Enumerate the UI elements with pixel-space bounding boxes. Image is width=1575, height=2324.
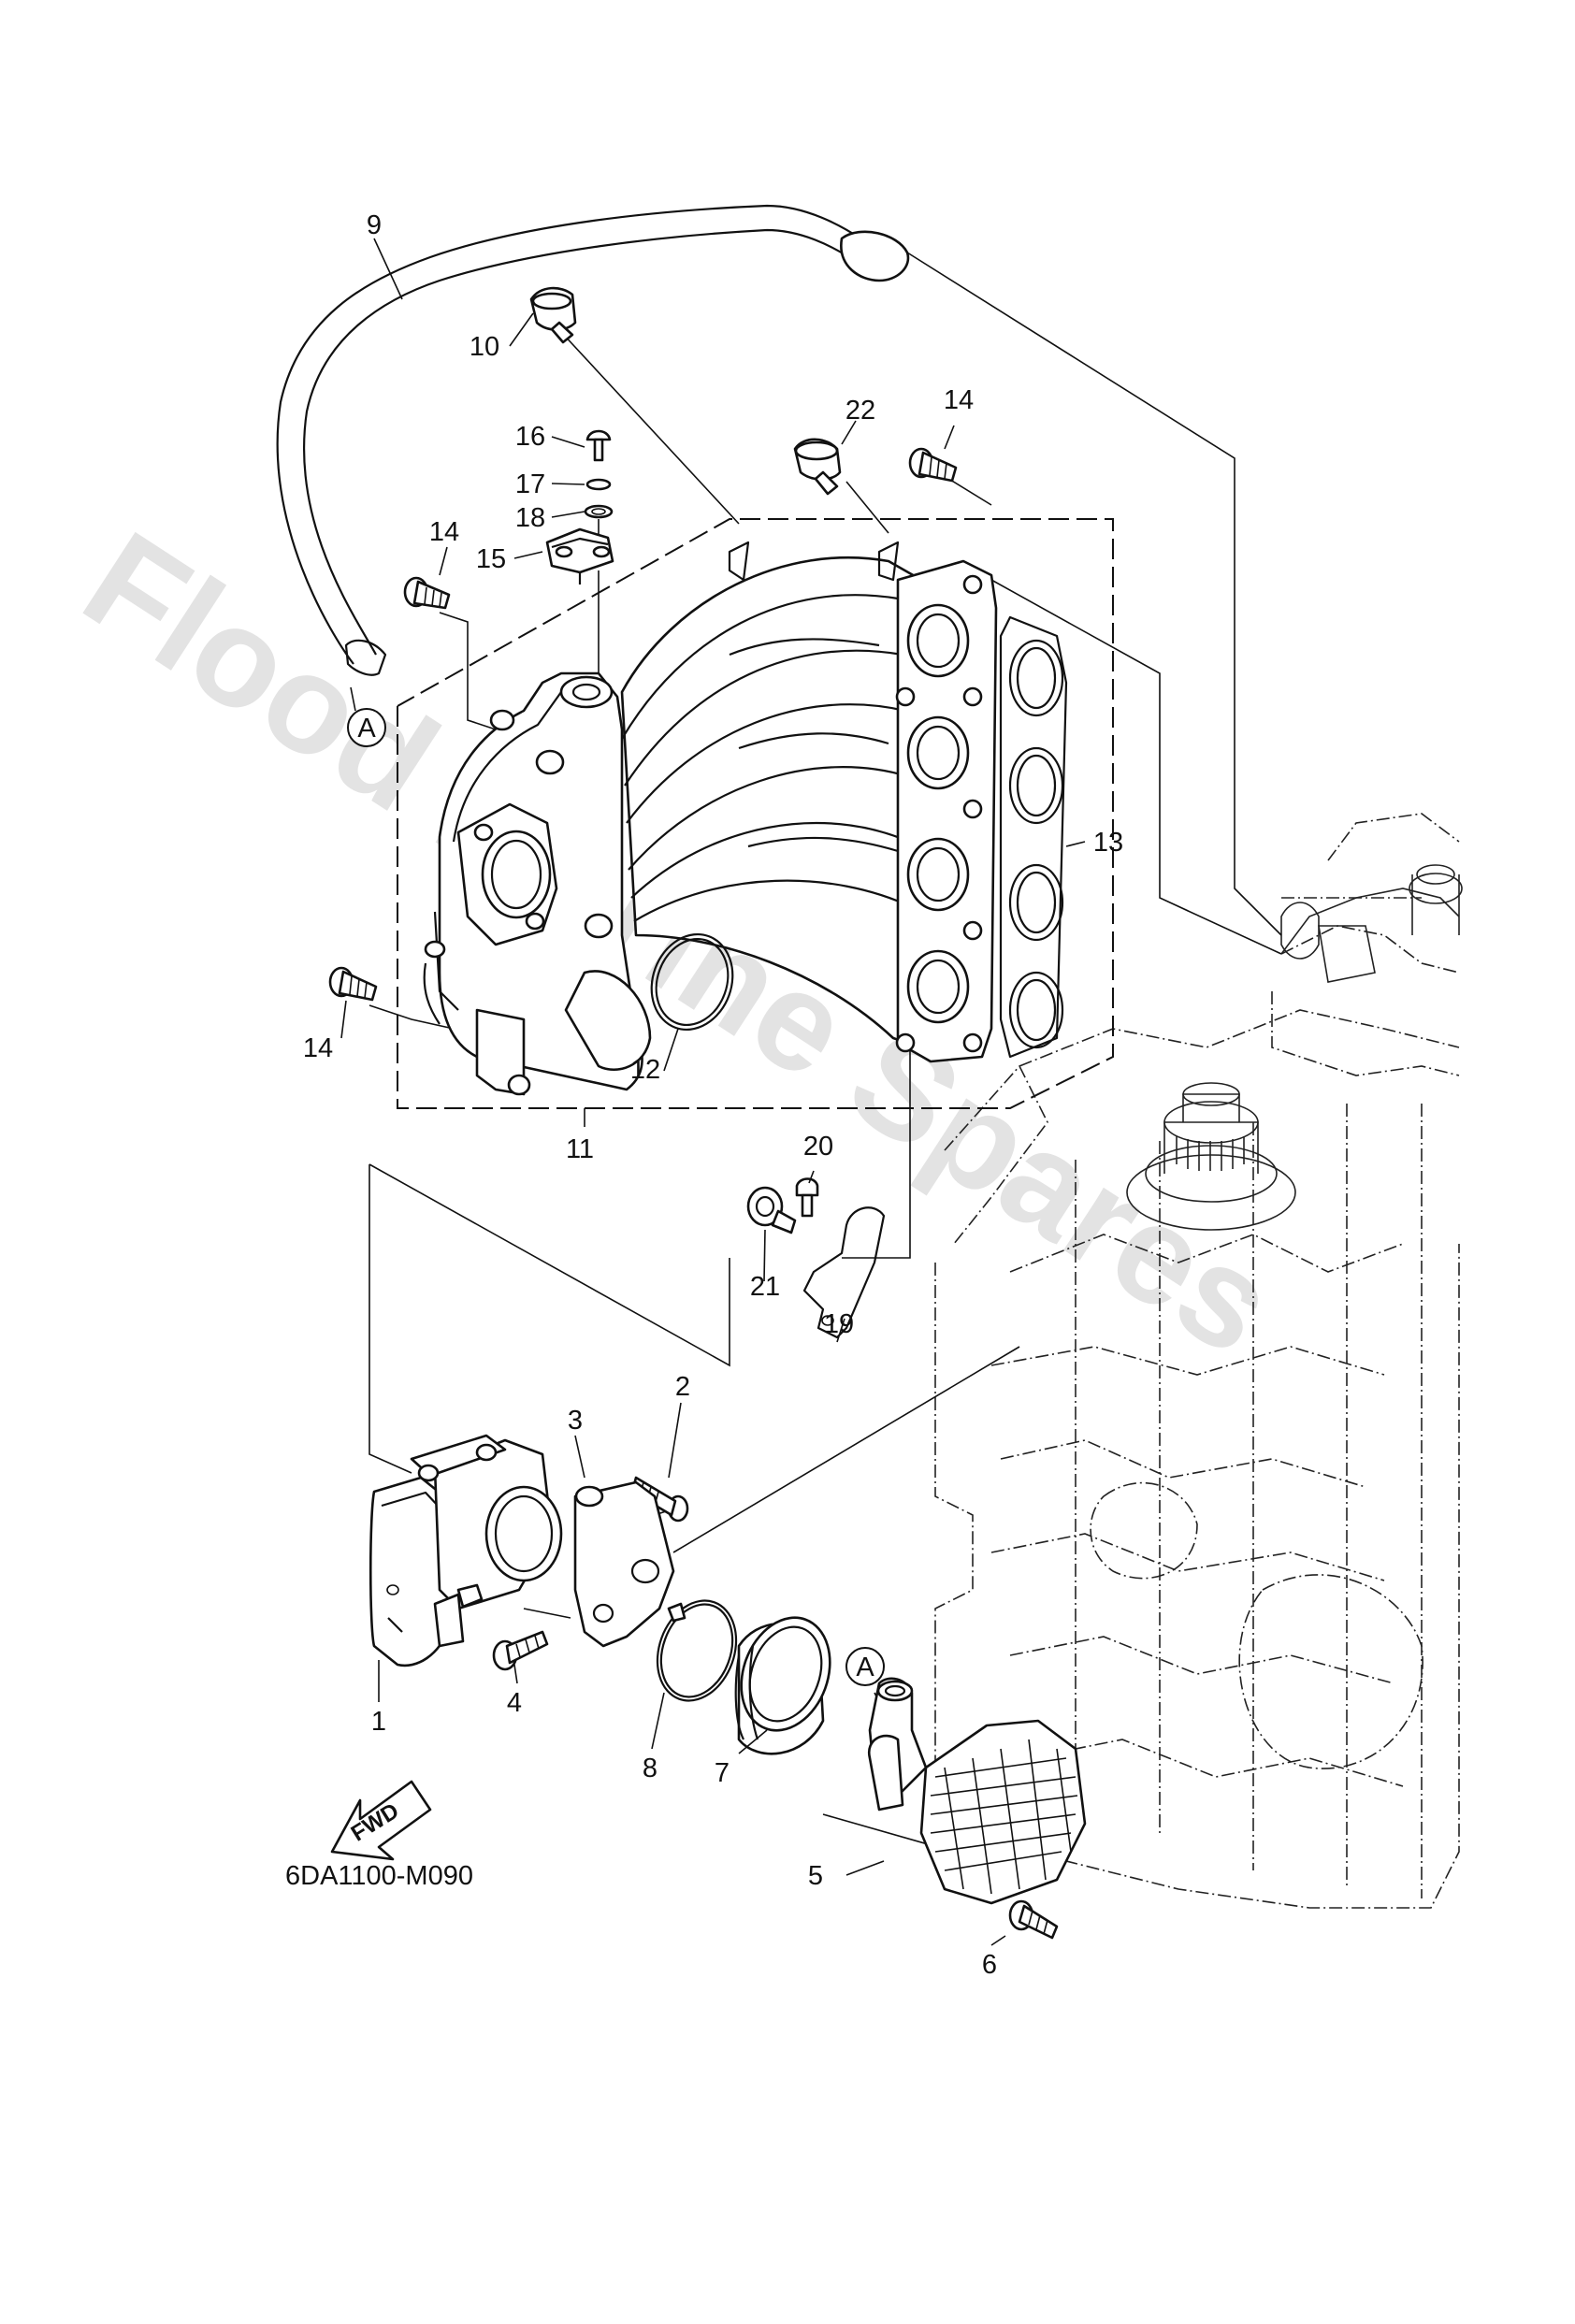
o-ring-18	[584, 504, 614, 519]
gasket-13	[999, 615, 1068, 1059]
callout-5: 5	[808, 1861, 823, 1891]
washer-17	[585, 478, 612, 491]
callout-17: 17	[515, 469, 545, 499]
reference-marker-a-top: A	[347, 708, 386, 747]
bolt-14-left	[328, 966, 378, 1002]
bolt-14-top-left	[403, 576, 451, 610]
silencer-5	[867, 1677, 1087, 1905]
callout-15: 15	[476, 544, 506, 574]
callout-19: 19	[824, 1309, 854, 1339]
bolt-14-top-right	[908, 447, 958, 483]
callout-14-left: 14	[303, 1033, 333, 1063]
bracket-19	[802, 1206, 886, 1339]
callout-4: 4	[507, 1688, 522, 1718]
sensor-15	[545, 527, 614, 585]
hose-9	[276, 204, 910, 676]
callout-1: 1	[371, 1707, 386, 1737]
callout-12: 12	[630, 1055, 660, 1085]
clamp-8	[656, 1599, 738, 1702]
callout-22: 22	[845, 396, 875, 426]
callout-14-top-right: 14	[944, 385, 974, 415]
callout-3: 3	[568, 1406, 583, 1436]
callout-13: 13	[1093, 828, 1123, 858]
hose-clamp-10	[529, 286, 577, 344]
engine-top-pump	[1280, 864, 1463, 983]
reference-marker-a-top-label: A	[357, 714, 376, 743]
intake-manifold-assembly-box	[397, 518, 1114, 1109]
bracket-3	[573, 1480, 675, 1648]
diagram-code: 6DA1100-M090	[285, 1861, 473, 1891]
engine-block-outline	[934, 813, 1460, 1909]
callout-10: 10	[470, 332, 499, 362]
engine-flywheel-boss	[1126, 1082, 1296, 1231]
hose-clamp-22	[793, 438, 842, 496]
callout-20: 20	[803, 1132, 833, 1162]
clamp-21	[746, 1186, 797, 1234]
callout-14-top-left: 14	[429, 517, 459, 547]
callout-2: 2	[675, 1372, 690, 1402]
callout-7: 7	[715, 1758, 730, 1788]
screw-16	[585, 429, 612, 462]
callout-16: 16	[515, 422, 545, 452]
callout-leaders	[340, 238, 1086, 1946]
reference-marker-a-bottom: A	[845, 1647, 885, 1686]
callout-labels: 1 2 3 4 5 6 7 8 9 10 11 12 13 14 14 14 1…	[303, 210, 1123, 1980]
duct-7	[734, 1616, 831, 1755]
intake-manifold-11	[423, 541, 998, 1096]
bolt-6	[1008, 1899, 1059, 1940]
callout-21: 21	[750, 1272, 780, 1302]
screw-20	[795, 1177, 819, 1218]
callout-18: 18	[515, 503, 545, 533]
callout-11: 11	[566, 1134, 594, 1164]
o-ring-12	[650, 932, 734, 1032]
throttle-body-1	[368, 1434, 563, 1667]
callout-8: 8	[643, 1754, 657, 1783]
fwd-arrow: FWD	[330, 1780, 432, 1861]
callout-6: 6	[982, 1950, 997, 1980]
reference-marker-a-bottom-label: A	[856, 1653, 874, 1682]
bolt-4	[492, 1630, 549, 1671]
callout-9: 9	[367, 210, 382, 240]
